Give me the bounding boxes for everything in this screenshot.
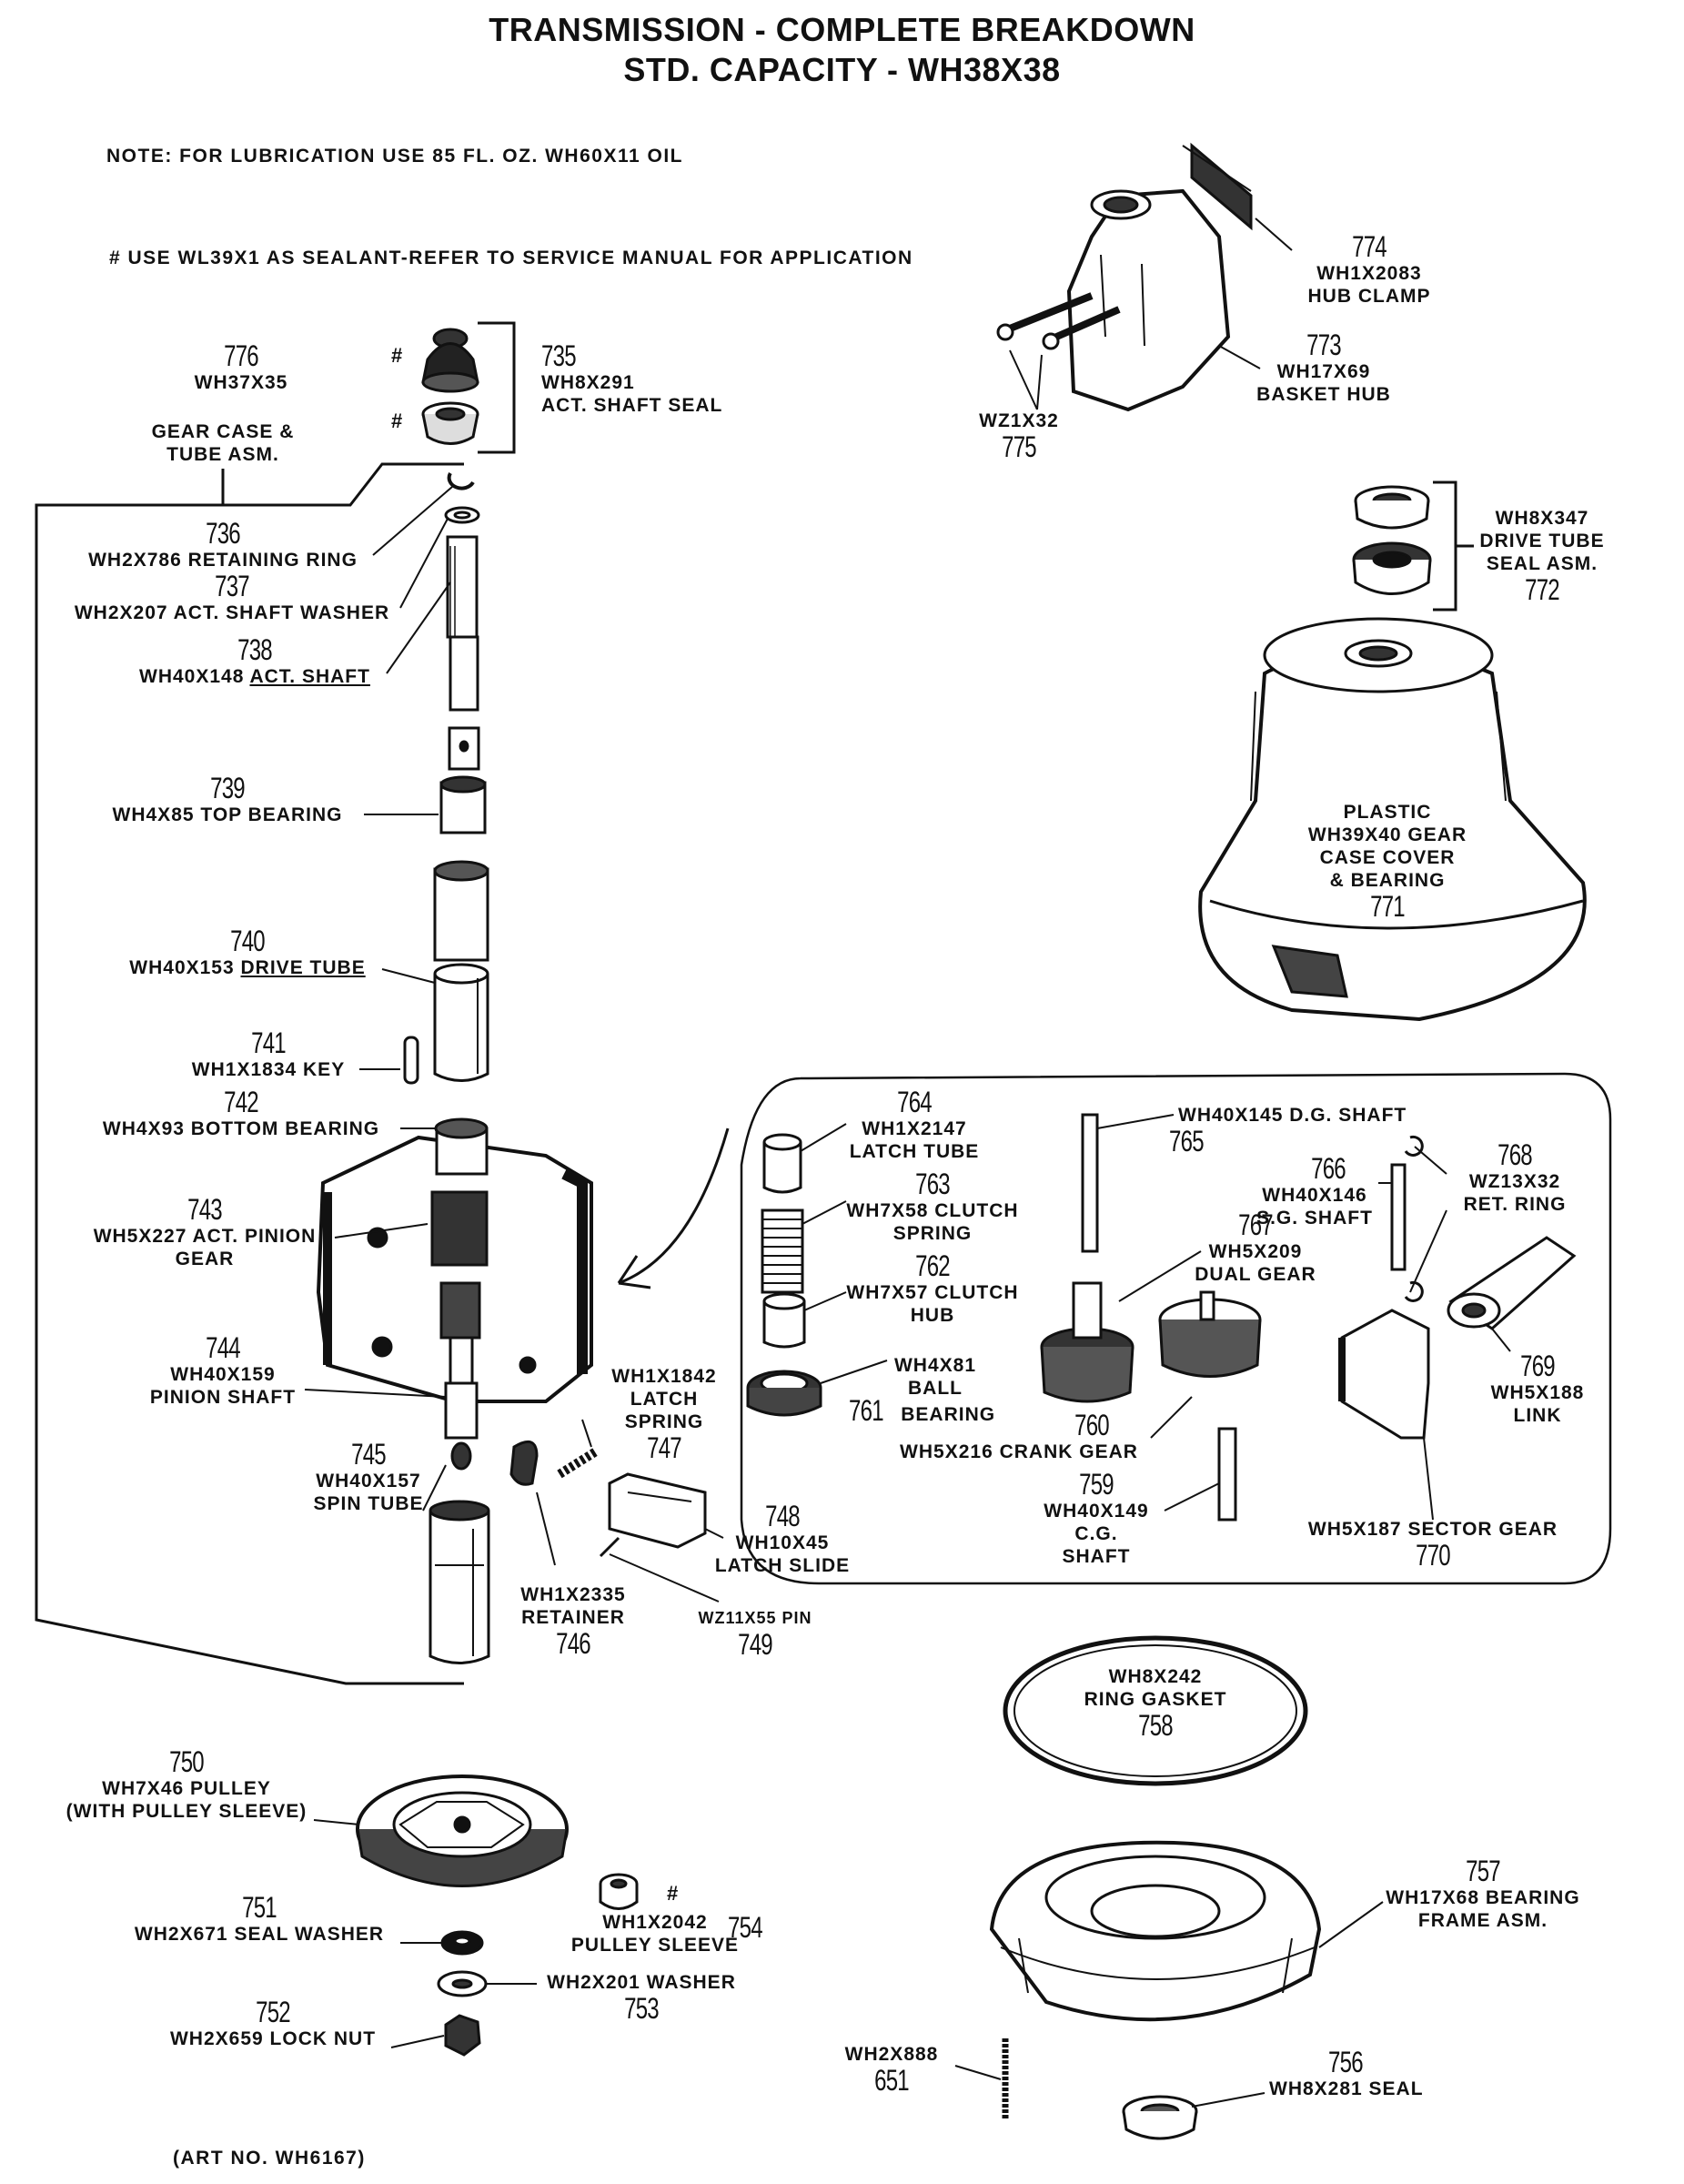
ring-gasket-part — [1003, 1635, 1308, 1786]
sealant-mark: # — [667, 1882, 679, 1905]
cg-shaft-part — [1217, 1427, 1237, 1522]
leader-lines-left — [304, 486, 724, 1603]
act-shaft-stack — [439, 472, 487, 834]
leader-lines-sub — [800, 1114, 1511, 1521]
sealant-mark: # — [391, 410, 403, 432]
clutch-spring-part — [761, 1208, 804, 1294]
pulley-part — [356, 1774, 569, 1887]
sector-gear-part — [1338, 1309, 1430, 1440]
link-part — [1447, 1236, 1577, 1330]
diagram-title-line1: TRANSMISSION - COMPLETE BREAKDOWN — [489, 11, 1195, 48]
note-lubrication: NOTE: FOR LUBRICATION USE 85 FL. OZ. WH6… — [106, 146, 683, 167]
gear-case — [316, 1117, 593, 1471]
latch-slide-part — [599, 1472, 707, 1558]
drive-tube-seal — [1352, 485, 1432, 595]
gear-case-cover — [1198, 617, 1587, 1022]
latch-tube-part — [762, 1133, 802, 1194]
diagram-title-line2: STD. CAPACITY - WH38X38 — [623, 51, 1061, 88]
sealant-mark: # — [391, 344, 403, 367]
washer-part — [437, 1970, 488, 1997]
seal-asm-bracket — [1433, 480, 1474, 612]
label-754-number: 754 — [728, 1911, 763, 1944]
note-sealant: # USE WL39X1 AS SEALANT-REFER TO SERVICE… — [109, 248, 913, 268]
art-number: (ART NO. WH6167) — [173, 2148, 366, 2169]
drive-tube — [403, 860, 489, 1085]
dual-gear-part — [1040, 1281, 1134, 1403]
subassembly-arrow — [617, 1127, 730, 1289]
bearing-frame — [989, 1840, 1322, 2022]
pulley-sleeve-part — [599, 1873, 639, 1910]
crank-gear-part — [1158, 1290, 1262, 1378]
gear-case-boundary — [35, 469, 464, 1685]
subassembly-boundary — [740, 1072, 1612, 1585]
leader-lines-hub — [1009, 217, 1293, 410]
seal-part — [1122, 2095, 1198, 2140]
retainer-part — [509, 1440, 539, 1486]
shaft-seal-parts — [421, 328, 479, 445]
spin-tube — [429, 1500, 490, 1664]
leader-lines-bottom-right — [954, 1901, 1384, 2108]
label-gear-case-tube-asm: GEAR CASE &TUBE ASM. — [151, 421, 295, 465]
ret-ring-part — [1404, 1135, 1424, 1157]
clutch-hub-part — [762, 1292, 806, 1349]
lock-nut-part — [444, 2014, 481, 2057]
leader-lines-pulley — [313, 1819, 537, 2048]
ball-bearing-part — [746, 1370, 822, 1417]
dg-shaft-part — [1081, 1113, 1099, 1253]
seal-bracket — [478, 321, 516, 454]
sg-shaft-part — [1390, 1163, 1407, 1271]
basket-hub — [996, 142, 1253, 412]
seal-washer-part — [440, 1930, 484, 1956]
latch-spring-part — [557, 1447, 599, 1479]
